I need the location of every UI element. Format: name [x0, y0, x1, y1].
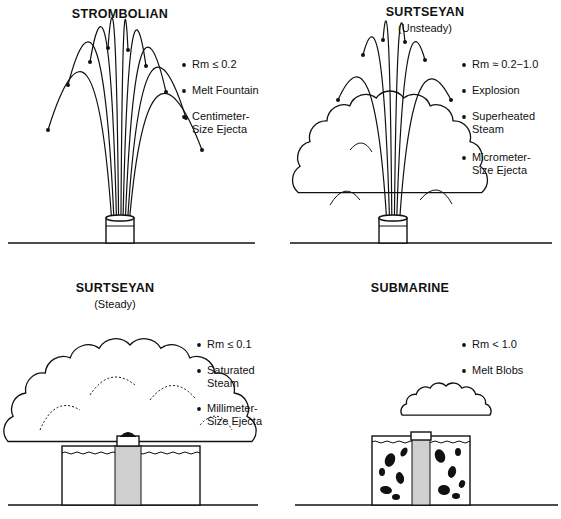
panel-subtitle: (Steady) [94, 298, 136, 311]
ejecta-droplet [46, 128, 50, 132]
ejecta-droplet [200, 148, 204, 152]
ejecta-droplet [144, 64, 148, 68]
crucible-top [411, 432, 431, 440]
melt-blob [452, 493, 460, 499]
ejecta-trajectory [48, 72, 111, 216]
melt-blob [379, 485, 392, 495]
property-item: Rm ≤ 0.1 [207, 338, 277, 351]
bullet-dot [462, 156, 466, 160]
property-item: Millimeter-Size Ejecta [207, 402, 269, 428]
property-item: Melt Blobs [472, 364, 552, 377]
ejecta-droplet [106, 46, 110, 50]
panel-title: SURTSEYAN [386, 6, 465, 19]
ejecta-droplet [381, 38, 385, 42]
bullet-dot [462, 115, 466, 119]
melt-column [115, 446, 141, 505]
property-item: Superheated Steam [472, 110, 542, 136]
bullet-dot [462, 63, 466, 67]
ejecta-droplet [66, 83, 70, 87]
ejecta-trajectory [68, 42, 114, 216]
ejecta-trajectory [400, 79, 451, 216]
can-band [379, 226, 407, 227]
melt-column [412, 438, 430, 505]
panel-title: SURTSEYAN [76, 282, 155, 295]
melt-blob [383, 452, 397, 469]
bullet-dot [462, 343, 466, 347]
crucible-can [106, 218, 134, 243]
ejecta-droplet [423, 58, 427, 62]
ejecta-trajectory [397, 42, 425, 216]
property-item: Explosion [472, 84, 552, 97]
melt-blob [433, 448, 447, 465]
bullet-dot [182, 63, 186, 67]
melt-blob [395, 471, 406, 485]
ejecta-droplet [403, 40, 407, 44]
ejecta-trajectory [338, 77, 386, 216]
bullet-dot [197, 343, 201, 347]
property-item: Rm < 1.0 [472, 338, 552, 351]
ejecta-trajectory [383, 21, 392, 216]
melt-dome [120, 433, 136, 438]
ejecta-droplet [449, 98, 453, 102]
bullet-dot [182, 89, 186, 93]
melt-blob [392, 494, 400, 500]
property-item: Rm ≤ 0.2 [192, 58, 272, 71]
crucible-top [117, 436, 139, 446]
cloud-fold [40, 377, 232, 430]
ground-line [290, 242, 552, 244]
property-item: Rm ≈ 0.2−1.0 [472, 58, 557, 71]
melt-blob [379, 468, 385, 476]
property-item: Centimeter-Size Ejecta [192, 110, 256, 136]
panel-title: STROMBOLIAN [72, 8, 168, 21]
property-item: Micrometer-Size Ejecta [472, 151, 538, 177]
panel-subtitle: (Unsteady) [398, 22, 452, 35]
can-rim [379, 215, 407, 221]
ejecta-trajectory [128, 67, 186, 216]
ejecta-trajectory [126, 47, 166, 216]
ejecta-droplet [336, 98, 340, 102]
water-tank [62, 446, 200, 505]
melt-blob [455, 448, 461, 456]
ejecta-trajectory [130, 93, 202, 216]
melt-blob [458, 479, 466, 489]
bullet-dot [182, 115, 186, 119]
bullet-dot [197, 369, 201, 373]
steam-plume [401, 383, 491, 415]
panels [4, 18, 558, 505]
property-item: Melt Fountain [192, 84, 272, 97]
melt-blob [447, 465, 458, 479]
water-tank [372, 436, 470, 505]
crucible-can [379, 218, 407, 243]
property-item: Saturated Steam [207, 364, 267, 390]
can-rim [106, 215, 134, 221]
bullet-dot [462, 369, 466, 373]
can-band [106, 226, 134, 227]
ejecta-droplet [88, 60, 92, 64]
bullet-dot [197, 407, 201, 411]
ejecta-trajectory [90, 27, 116, 216]
melt-blob [399, 446, 409, 458]
ejecta-trajectory [363, 37, 389, 216]
bullet-dot [462, 89, 466, 93]
melt-blob [438, 484, 451, 495]
ejecta-droplet [361, 53, 365, 57]
panel-title: SUBMARINE [371, 282, 449, 295]
ejecta-trajectory [394, 23, 405, 216]
ejecta-droplet [126, 48, 130, 52]
